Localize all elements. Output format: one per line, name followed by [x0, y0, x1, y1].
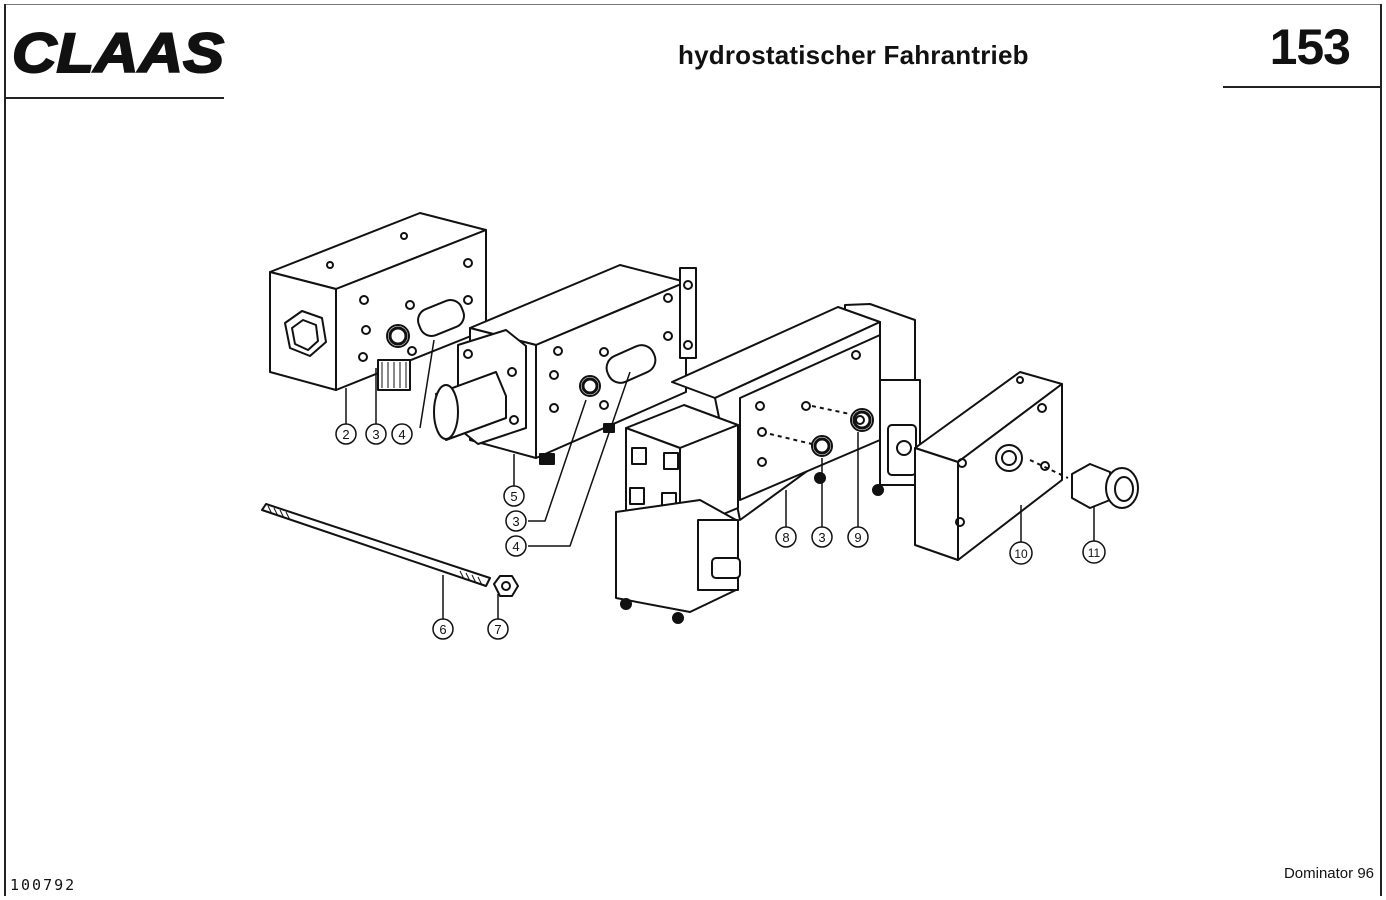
- callout-5-label: 5: [510, 489, 517, 504]
- callout-6-label: 6: [439, 622, 446, 637]
- callout-9-label: 9: [854, 530, 861, 545]
- part-3-seal-ring-2: [581, 377, 599, 395]
- part-8-valve-body: [615, 303, 921, 624]
- page-title: hydrostatischer Fahrantrieb: [678, 40, 1029, 70]
- callout-2-label: 2: [342, 427, 349, 442]
- callout-8: 8: [775, 526, 797, 548]
- callout-3-label: 3: [372, 427, 379, 442]
- callout-4-second-label: 4: [512, 539, 519, 554]
- model-name: Dominator 96: [1283, 865, 1374, 882]
- part-5-housing: [433, 264, 697, 465]
- part-7-nut: [493, 575, 519, 597]
- callout-6: 6: [432, 618, 454, 640]
- part-6-stud-bolt: [261, 503, 491, 587]
- part-2-end-block: [269, 212, 487, 391]
- callout-7-label: 7: [494, 622, 501, 637]
- frame-top: [4, 4, 1382, 5]
- callout-11: 11: [1082, 540, 1106, 564]
- callout-10-label: 10: [1014, 547, 1028, 561]
- part-10-cover-plate: [914, 371, 1069, 561]
- frame-left: [4, 4, 6, 896]
- callout-9: 9: [847, 526, 869, 548]
- part-11-fitting: [1071, 463, 1139, 509]
- claas-logo: CLAAS: [11, 26, 225, 78]
- callout-3: 3: [365, 423, 387, 445]
- callout-3-second-label: 3: [512, 514, 519, 529]
- callout-3-second: 3: [505, 510, 527, 532]
- page-number-rule: [1223, 86, 1380, 88]
- callout-8-label: 8: [782, 530, 789, 545]
- part-9-seal-ring: [852, 410, 872, 430]
- callout-5: 5: [503, 485, 525, 507]
- claas-logo-lettering: CLAAS: [12, 26, 224, 78]
- callout-2: 2: [335, 423, 357, 445]
- callout-3-third-label: 3: [818, 530, 825, 545]
- frame-right: [1380, 4, 1382, 896]
- callout-7: 7: [487, 618, 509, 640]
- callout-4-second: 4: [505, 535, 527, 557]
- callout-4-label: 4: [398, 427, 405, 442]
- document-number: 100792: [10, 876, 77, 894]
- callout-10: 10: [1009, 541, 1033, 565]
- logo-rule: [6, 97, 224, 99]
- callout-11-label: 11: [1088, 546, 1101, 560]
- callout-4: 4: [391, 423, 413, 445]
- leader-lines: [345, 339, 1095, 620]
- callout-3-third: 3: [811, 526, 833, 548]
- page-number: 153: [1269, 19, 1351, 75]
- part-3-seal-ring-3: [813, 437, 831, 455]
- part-3-seal-ring: [388, 326, 408, 346]
